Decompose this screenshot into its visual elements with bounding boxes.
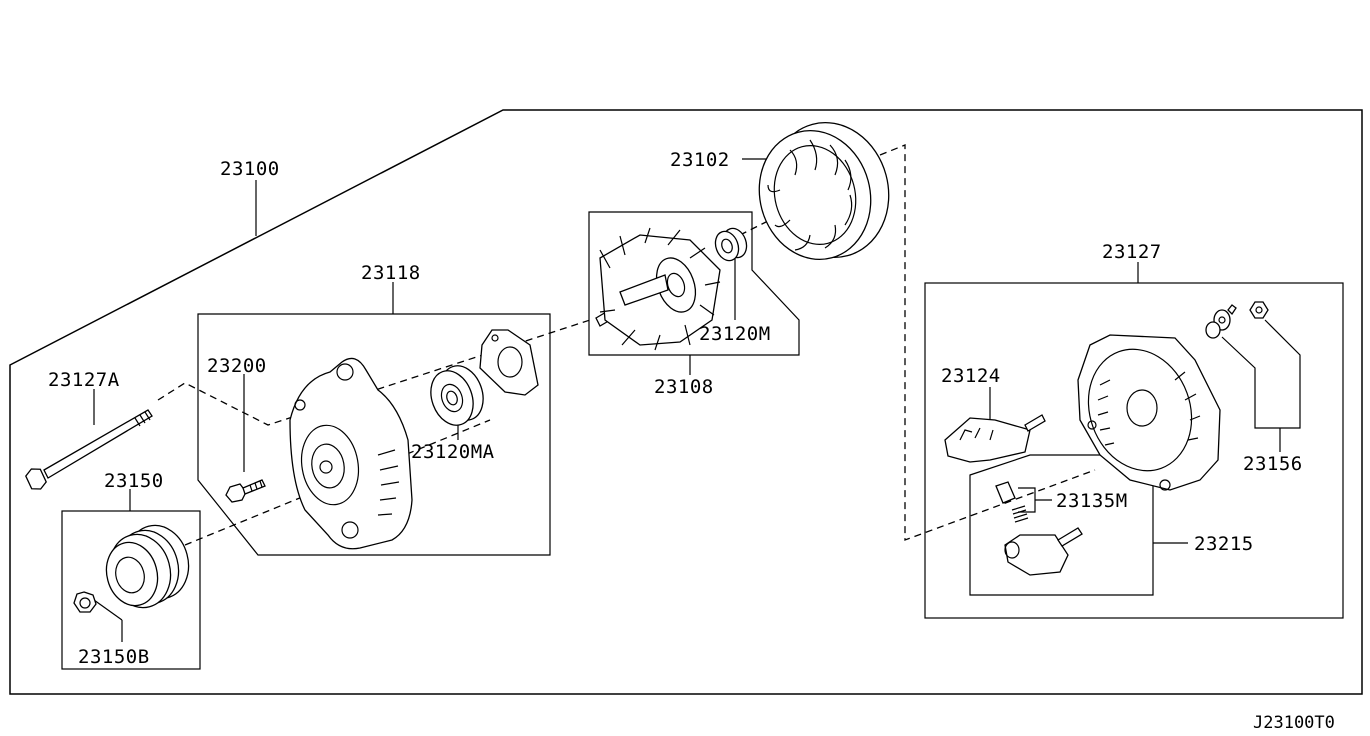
frame-23108 (588, 211, 800, 356)
part-label-23108: 23108 (654, 376, 714, 398)
rear-housing-23127 (1077, 334, 1221, 491)
pulley-23150 (105, 524, 190, 609)
front-housing-23118 (289, 357, 413, 550)
frame-23118 (197, 313, 551, 556)
part-label-23118: 23118 (361, 262, 421, 284)
frame-23150 (61, 510, 201, 670)
part-label-23135M: 23135M (1056, 490, 1128, 512)
part-label-23102: 23102 (670, 149, 730, 171)
part-label-23120MA: 23120MA (411, 441, 495, 463)
stator-23102 (758, 121, 890, 261)
frame-23215 (969, 454, 1154, 596)
assembly-boundary-23100 (9, 109, 1363, 695)
part-label-23127A: 23127A (48, 369, 120, 391)
brush-holder-23215 (1004, 527, 1083, 576)
frame-23127 (924, 282, 1344, 619)
part-label-23124: 23124 (941, 365, 1001, 387)
through-bolt-23127A (25, 409, 153, 490)
part-label-23150B: 23150B (78, 646, 150, 668)
regulator-23124 (944, 414, 1046, 463)
part-label-23127: 23127 (1102, 241, 1162, 263)
part-label-23200: 23200 (207, 355, 267, 377)
assembly-axis-line (184, 419, 491, 546)
part-label-23120M: 23120M (699, 323, 771, 345)
part-label-23215: 23215 (1194, 533, 1254, 555)
bearing-23120MA (430, 365, 484, 426)
diagram-code: J23100T0 (1253, 713, 1335, 733)
assembly-axis-line (157, 319, 591, 426)
part-label-23156: 23156 (1243, 453, 1303, 475)
brush-23135M (995, 481, 1029, 523)
bearing-retainer-plate (479, 329, 539, 396)
terminal-nuts-23156 (1205, 301, 1269, 339)
part-label-23100: 23100 (220, 158, 280, 180)
assembly-axis-line (739, 209, 791, 236)
bearing-23120M (714, 227, 748, 262)
nut-23150B (73, 591, 97, 613)
bolt-23200 (225, 479, 266, 503)
part-label-23150: 23150 (104, 470, 164, 492)
rotor-23108 (595, 227, 721, 351)
assembly-axis-line (879, 144, 1096, 541)
